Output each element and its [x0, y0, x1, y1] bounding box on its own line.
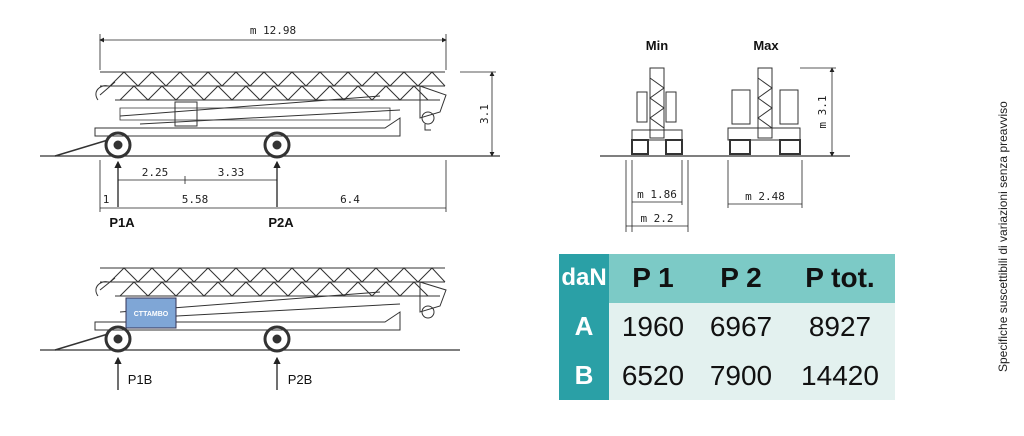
ballast-block	[125, 297, 177, 329]
view-min-label: Min	[646, 38, 668, 53]
col-header-p1: P 1	[609, 254, 697, 303]
crane-side-view-b	[40, 267, 460, 353]
p2a-label: P2A	[268, 215, 294, 230]
dim-6-4: 6.4	[340, 193, 360, 206]
dimensions-a	[99, 34, 496, 212]
front-dimensions	[625, 67, 836, 232]
height-label: 3.1	[478, 104, 491, 124]
row-header-b: B	[559, 351, 609, 400]
p1b-label: P1B	[128, 372, 153, 387]
dim-1: 1	[103, 193, 110, 206]
disclaimer-text: Specifiche suscettibili di variazioni se…	[996, 101, 1010, 372]
col-header-p2: P 2	[696, 254, 785, 303]
view-max-label: Max	[753, 38, 779, 53]
max-height-label: m 3.1	[816, 95, 829, 128]
max-width-label: m 2.48	[745, 190, 785, 203]
table-row: A 1960 6967 8927	[559, 302, 895, 352]
min-track-label: m 1.86	[637, 188, 677, 201]
cell-b-p1: 6520	[609, 351, 697, 400]
load-arrows-a	[114, 160, 281, 207]
brand-plate: CTTAMBO	[134, 311, 169, 318]
cell-a-ptot: 8927	[784, 302, 895, 352]
p2b-label: P2B	[288, 372, 313, 387]
col-header-ptot: P tot.	[784, 254, 895, 303]
front-view-max	[727, 67, 801, 155]
min-width-label: m 2.2	[640, 212, 673, 225]
row-header-a: A	[559, 302, 609, 352]
cell-a-p1: 1960	[609, 302, 697, 352]
dim-2-25: 2.25	[142, 166, 169, 179]
overall-length-label: m 12.98	[250, 24, 296, 37]
crane-side-view-a	[40, 71, 500, 159]
front-view-min	[600, 67, 850, 157]
table-header-row: daN P 1 P 2 P tot.	[559, 254, 895, 303]
axle-load-table: daN P 1 P 2 P tot. A 1960 6967 8927 B 65…	[559, 254, 895, 400]
unit-header: daN	[559, 254, 609, 303]
load-arrows-b	[114, 356, 281, 390]
cell-a-p2: 6967	[696, 302, 785, 352]
table-row: B 6520 7900 14420	[559, 351, 895, 400]
cell-b-ptot: 14420	[784, 351, 895, 400]
dim-5-58: 5.58	[182, 193, 209, 206]
dim-3-33: 3.33	[218, 166, 245, 179]
cell-b-p2: 7900	[696, 351, 785, 400]
p1a-label: P1A	[109, 215, 135, 230]
